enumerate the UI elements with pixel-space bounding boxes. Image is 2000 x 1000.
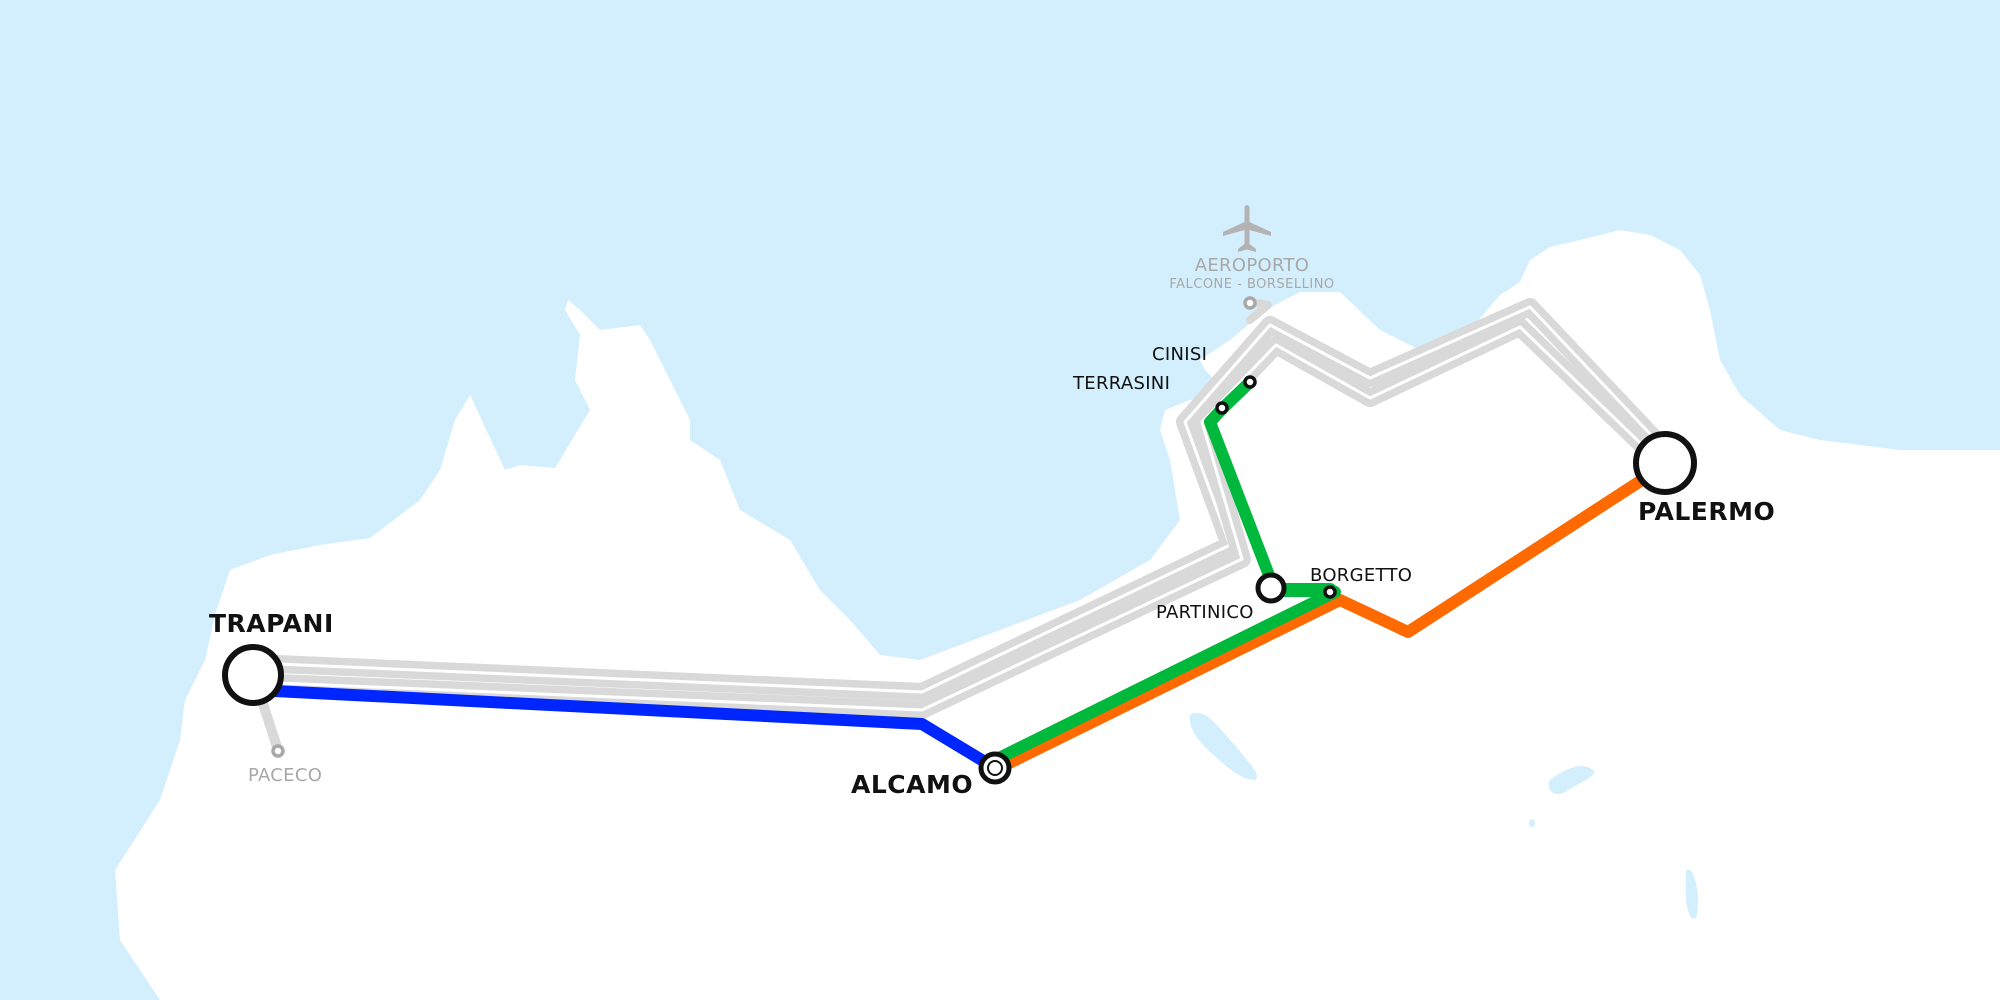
station-alcamo-inner xyxy=(987,760,1003,776)
label-borgetto: BORGETTO xyxy=(1310,565,1412,586)
station-cinisi[interactable] xyxy=(1243,375,1257,389)
lake xyxy=(1548,766,1595,795)
label-terrasini: TERRASINI xyxy=(1072,373,1170,394)
label-palermo: PALERMO xyxy=(1638,497,1775,526)
lake xyxy=(1686,869,1698,920)
label-cinisi: CINISI xyxy=(1152,344,1207,365)
station-trapani[interactable] xyxy=(222,644,284,706)
label-trapani: TRAPANI xyxy=(209,609,334,638)
label-airport: AEROPORTO xyxy=(1195,255,1309,276)
land-mass xyxy=(115,230,2000,1000)
station-paceco[interactable] xyxy=(271,744,285,758)
station-borgetto[interactable] xyxy=(1323,585,1337,599)
label-alcamo: ALCAMO xyxy=(851,770,973,799)
airplane-icon xyxy=(1223,205,1271,252)
lake xyxy=(1189,712,1258,780)
blue-line xyxy=(249,684,1001,774)
orange-line xyxy=(989,459,1671,776)
station-partinico[interactable] xyxy=(1255,572,1287,604)
station-palermo[interactable] xyxy=(1633,431,1697,495)
lake xyxy=(1529,819,1535,827)
station-airport[interactable] xyxy=(1243,296,1257,310)
label-partinico: PARTINICO xyxy=(1156,602,1254,623)
station-terrasini[interactable] xyxy=(1215,401,1229,415)
label-airport-subtitle: FALCONE - BORSELLINO xyxy=(1169,277,1334,292)
label-paceco: PACECO xyxy=(248,765,322,786)
